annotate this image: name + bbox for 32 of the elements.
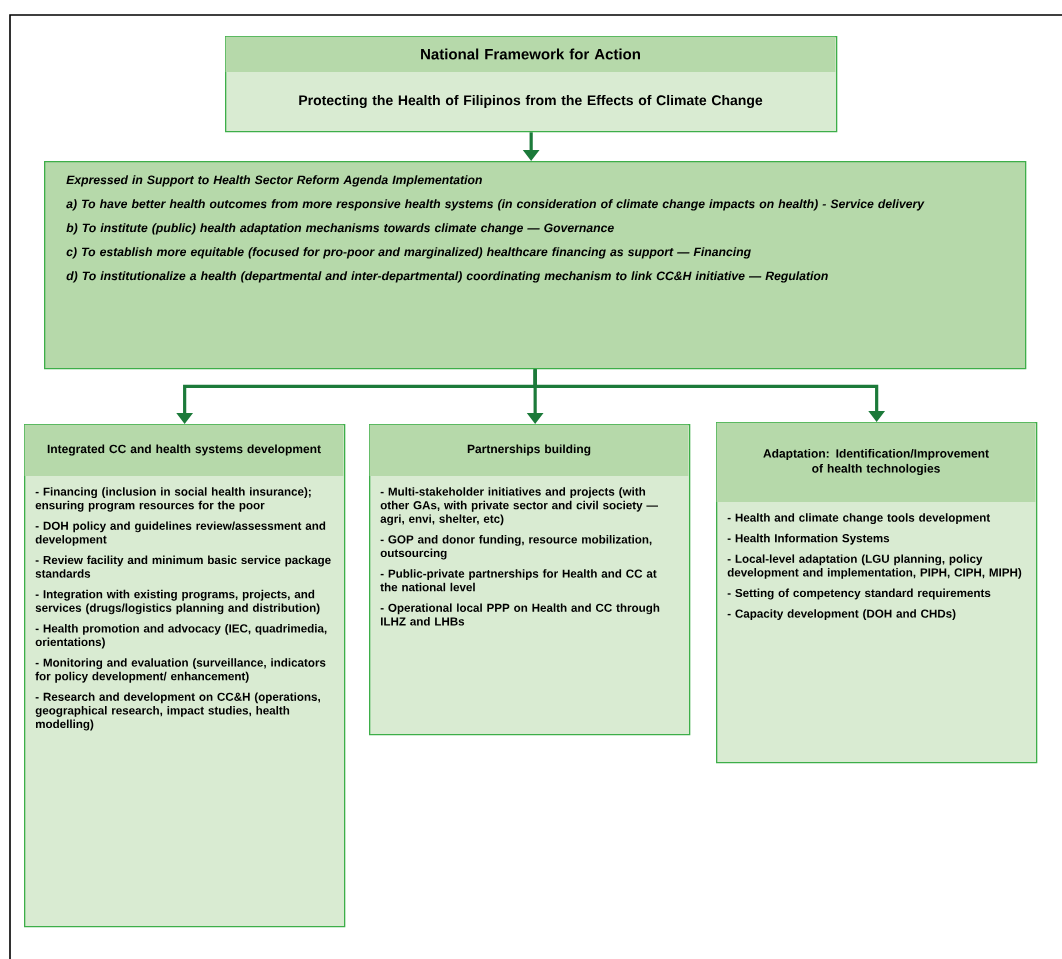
subtitle: Protecting the Health of Filipinos from the Effects of Climate Change bbox=[299, 94, 763, 109]
list-item: - Setting of competency standard requirements bbox=[727, 588, 991, 600]
box-heading: National Framework for Action bbox=[421, 48, 640, 60]
list-item: - Research and development on CC&H (operations, geographical research, impact studies, health modelling) bbox=[35, 692, 320, 731]
list-item: - Health Information Systems bbox=[727, 533, 890, 545]
box-heading: Adaptation: Identification/Improvement of health technologies bbox=[763, 448, 989, 476]
column-box bbox=[716, 422, 1038, 764]
list-item: - GOP and donor funding, resource mobilization, outsourcing bbox=[380, 535, 652, 560]
goal-item: b) To institute (public) health adaptation mechanisms towards climate change — Governance bbox=[66, 223, 614, 235]
arrow bbox=[533, 369, 886, 422]
goal-item: d) To institutionalize a health (departmental and inter-departmental) coordinating mechanism to link CC&H initiative — Regulation bbox=[66, 271, 828, 283]
list-item: - Multi-stakeholder initiatives and projects (with other GAs, with private sector and civil society — agri, envi, shelter, etc) bbox=[380, 487, 659, 526]
list-item: - Integration with existing programs, projects, and services (drugs/logistics planning and distribution) bbox=[35, 589, 320, 615]
list-item: - Review facility and minimum basic service package standards bbox=[35, 555, 331, 578]
goals-box bbox=[44, 161, 1027, 370]
list-item: - Health and climate change tools development bbox=[727, 513, 991, 525]
list-item: - Health promotion and advocacy (IEC, quadrimedia, orientations) bbox=[35, 624, 327, 649]
column-box bbox=[369, 424, 691, 736]
column-box bbox=[24, 424, 346, 928]
list-item: - Public-private partnerships for Health and CC at the national level bbox=[380, 569, 657, 592]
list-item: - Financing (inclusion in social health insurance); ensuring program resources for the poor bbox=[35, 487, 311, 512]
box-heading: Integrated CC and health systems development bbox=[47, 444, 321, 456]
box-heading: Expressed in Support to Health Sector Reform Agenda Implementation bbox=[66, 175, 482, 187]
list-item: - Operational local PPP on Health and CC through ILHZ and LHBs bbox=[380, 603, 660, 626]
box-heading: Partnerships building bbox=[467, 444, 591, 456]
list-item: - Capacity development (DOH and CHDs) bbox=[727, 609, 956, 621]
title-box bbox=[225, 36, 838, 133]
list-item: - Local-level adaptation (LGU planning, policy development and implementation, PIPH, CIPH, MIPH) bbox=[727, 554, 1022, 579]
list-item: - Monitoring and evaluation (surveillance, indicators for policy development/ enhancement) bbox=[35, 658, 326, 683]
list-item: - DOH policy and guidelines review/assessment and development bbox=[35, 521, 326, 546]
goal-item: c) To establish more equitable (focused for pro-poor and marginalized) healthcare financing as support — Financing bbox=[66, 247, 751, 259]
goal-item: a) To have better health outcomes from more responsive health systems (in consideration of climate change impacts on health) - Service delivery bbox=[66, 199, 925, 211]
